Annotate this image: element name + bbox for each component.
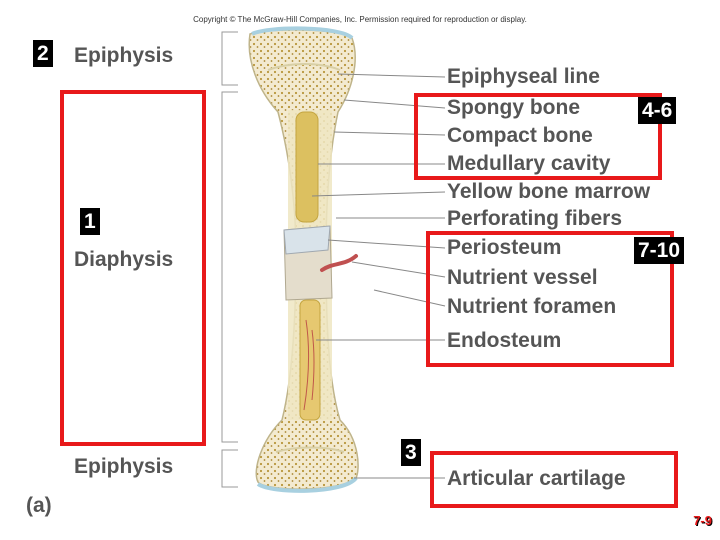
badge-diaphysis: 1	[80, 208, 100, 235]
label-articular-cartilage: Articular cartilage	[447, 467, 626, 490]
epiphysis-top-label: Epiphysis	[74, 44, 174, 67]
label-compact-bone: Compact bone	[447, 124, 593, 147]
group-4-6-highlight-box	[414, 93, 662, 180]
epiphysis-bottom-label: Epiphysis	[74, 455, 174, 478]
diaphysis-label: Diaphysis	[74, 248, 174, 271]
diaphysis-highlight-box	[60, 90, 206, 446]
badge-cartilage: 3	[401, 439, 421, 466]
label-nutrient-vessel: Nutrient vessel	[447, 266, 598, 289]
copyright-notice: Copyright © The McGraw-Hill Companies, I…	[193, 15, 527, 24]
label-nutrient-foramen: Nutrient foramen	[447, 295, 617, 318]
slide-number: 7-9	[693, 513, 712, 528]
badge-group-7-10: 7-10	[634, 237, 685, 264]
label-perforating-fibers: Perforating fibers	[447, 207, 623, 230]
label-yellow-bone-marrow: Yellow bone marrow	[447, 180, 651, 203]
label-endosteum: Endosteum	[447, 329, 562, 352]
label-periosteum: Periosteum	[447, 236, 562, 259]
cartilage-highlight-box	[430, 451, 678, 508]
label-spongy-bone: Spongy bone	[447, 96, 580, 119]
bone-shape	[248, 26, 359, 493]
region-brackets	[221, 31, 238, 488]
label-epiphyseal-line: Epiphyseal line	[447, 65, 600, 88]
group-7-10-highlight-box	[426, 231, 674, 367]
badge-epiphysis: 2	[33, 40, 53, 67]
label-medullary-cavity: Medullary cavity	[447, 152, 611, 175]
panel-label: (a)	[26, 494, 52, 517]
badge-group-4-6: 4-6	[638, 97, 677, 124]
